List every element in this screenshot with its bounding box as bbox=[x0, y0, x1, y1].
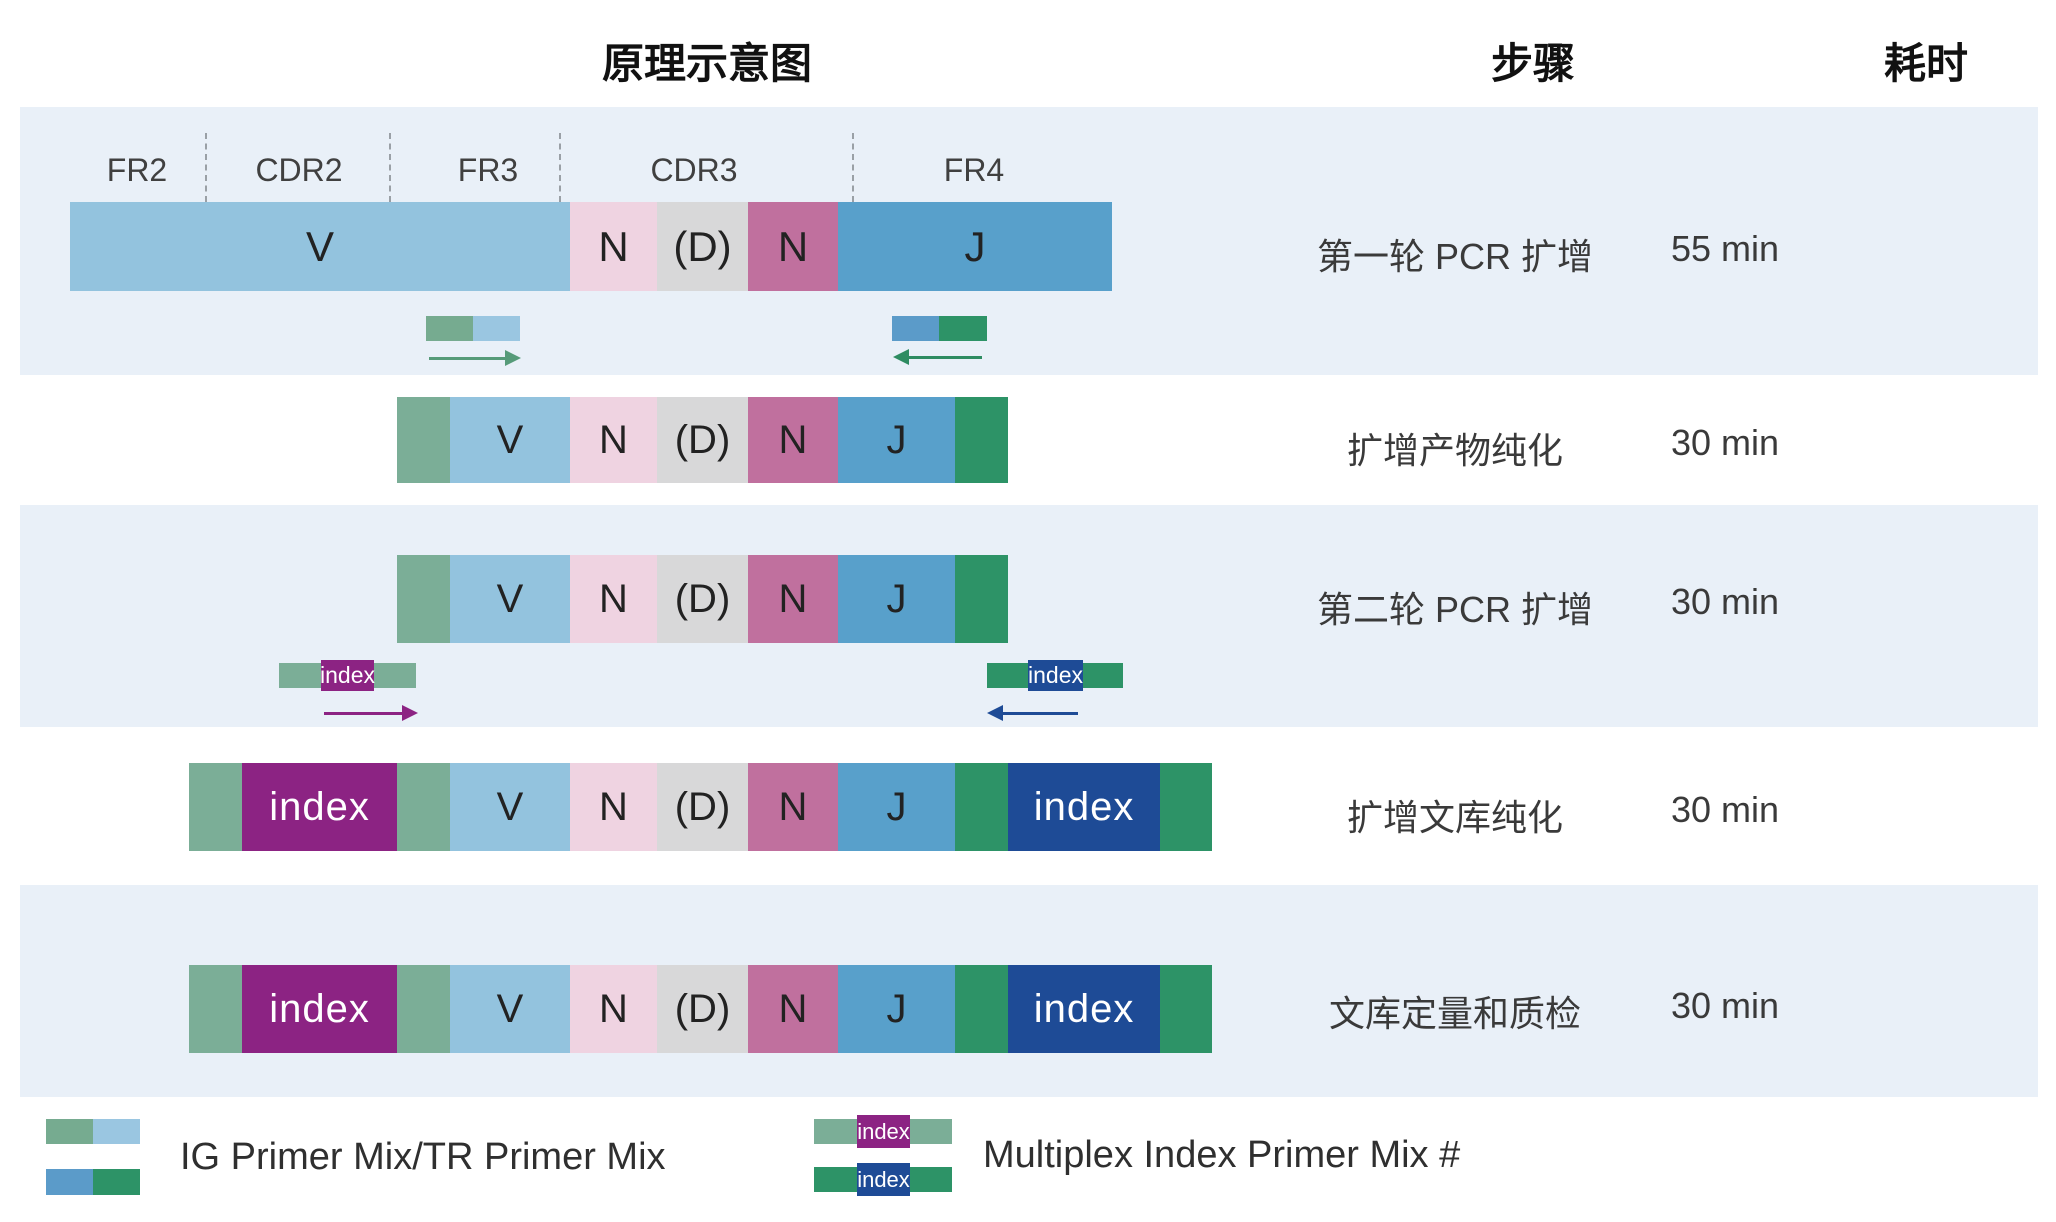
index-primer-right-box: index bbox=[1028, 660, 1083, 691]
segment-index-left: index bbox=[242, 763, 397, 851]
forward-primer bbox=[426, 316, 520, 341]
segment-n2: N bbox=[748, 397, 838, 483]
segment-j: J bbox=[838, 555, 955, 643]
region-label-fr4: FR4 bbox=[943, 152, 1005, 188]
reverse-primer bbox=[892, 316, 987, 341]
region-label-fr3: FR3 bbox=[457, 152, 519, 188]
time-label-row2: 30 min bbox=[1670, 422, 1780, 463]
legend-swatch-lightblue bbox=[93, 1119, 140, 1144]
adapter-cap bbox=[955, 555, 1008, 643]
adapter-cap bbox=[397, 397, 450, 483]
segment-index-right: index bbox=[1008, 763, 1160, 851]
region-divider bbox=[389, 133, 391, 202]
forward-primer-green bbox=[426, 316, 473, 341]
segment-d: (D) bbox=[657, 965, 748, 1053]
legend-primer-swatch-top bbox=[46, 1119, 140, 1144]
segment-n1: N bbox=[570, 965, 657, 1053]
adapter-cap bbox=[955, 965, 1008, 1053]
segment-d: (D) bbox=[657, 202, 748, 291]
region-label-cdr2: CDR2 bbox=[255, 152, 343, 188]
step-label-row2: 扩增产物纯化 bbox=[1346, 430, 1563, 471]
segment-n1: N bbox=[570, 397, 657, 483]
region-divider bbox=[205, 133, 207, 202]
adapter-cap bbox=[955, 397, 1008, 483]
row5-library-bar: index V N (D) N J index bbox=[189, 965, 1212, 1053]
segment-d: (D) bbox=[657, 763, 748, 851]
forward-arrow-icon bbox=[429, 350, 521, 366]
index-reverse-arrow-icon bbox=[987, 705, 1078, 721]
segment-d: (D) bbox=[657, 555, 748, 643]
segment-d: (D) bbox=[657, 397, 748, 483]
legend-swatch-darkgreen bbox=[93, 1169, 140, 1195]
step-label-row5: 文库定量和质检 bbox=[1328, 993, 1581, 1034]
segment-j: J bbox=[838, 397, 955, 483]
legend-label-primer-mix: IG Primer Mix/TR Primer Mix bbox=[180, 1136, 666, 1178]
segment-v: V bbox=[450, 965, 570, 1053]
adapter-cap bbox=[189, 965, 242, 1053]
reverse-primer-green bbox=[939, 316, 987, 341]
segment-v: V bbox=[450, 763, 570, 851]
legend-label-index-mix: Multiplex Index Primer Mix # bbox=[983, 1134, 1461, 1176]
header-step: 步骤 bbox=[1490, 40, 1576, 87]
forward-primer-blue bbox=[473, 316, 520, 341]
legend-index-box-purple: index bbox=[857, 1115, 910, 1148]
segment-index-left: index bbox=[242, 965, 397, 1053]
segment-n2: N bbox=[748, 555, 838, 643]
segment-index-right: index bbox=[1008, 965, 1160, 1053]
adapter-cap bbox=[397, 965, 450, 1053]
segment-n1: N bbox=[570, 202, 657, 291]
segment-v: V bbox=[70, 202, 570, 291]
segment-n1: N bbox=[570, 555, 657, 643]
segment-v: V bbox=[450, 555, 570, 643]
time-label-row3: 30 min bbox=[1670, 581, 1780, 622]
segment-n2: N bbox=[748, 965, 838, 1053]
region-label-fr2: FR2 bbox=[106, 152, 168, 188]
segment-j: J bbox=[838, 763, 955, 851]
step-label-row1: 第一轮 PCR 扩增 bbox=[1316, 236, 1593, 277]
legend-index-box-navy: index bbox=[857, 1163, 910, 1196]
time-label-row5: 30 min bbox=[1670, 985, 1780, 1026]
segment-v: V bbox=[450, 397, 570, 483]
adapter-cap bbox=[189, 763, 242, 851]
region-divider bbox=[852, 133, 854, 202]
row4-library-bar: index V N (D) N J index bbox=[189, 763, 1212, 851]
row3-template-bar: V N (D) N J bbox=[397, 555, 1008, 643]
region-label-cdr3: CDR3 bbox=[650, 152, 738, 188]
legend-primer-swatch-bottom bbox=[46, 1169, 140, 1195]
index-primer-left-box: index bbox=[320, 660, 375, 691]
header-schematic: 原理示意图 bbox=[601, 40, 813, 87]
legend-swatch-green bbox=[46, 1119, 93, 1144]
adapter-cap bbox=[1160, 763, 1212, 851]
reverse-primer-blue bbox=[892, 316, 939, 341]
adapter-cap bbox=[397, 763, 450, 851]
index-forward-arrow-icon bbox=[324, 705, 418, 721]
adapter-cap bbox=[955, 763, 1008, 851]
adapter-cap bbox=[1160, 965, 1212, 1053]
segment-n1: N bbox=[570, 763, 657, 851]
segment-n2: N bbox=[748, 202, 838, 291]
row2-product-bar: V N (D) N J bbox=[397, 397, 1008, 483]
reverse-arrow-icon bbox=[893, 349, 982, 365]
time-label-row1: 55 min bbox=[1670, 228, 1780, 269]
row1-template-bar: V N (D) N J bbox=[70, 202, 1112, 291]
segment-n2: N bbox=[748, 763, 838, 851]
header-time: 耗时 bbox=[1883, 40, 1969, 87]
segment-j: J bbox=[838, 965, 955, 1053]
time-label-row4: 30 min bbox=[1670, 789, 1780, 830]
step-label-row3: 第二轮 PCR 扩增 bbox=[1316, 589, 1593, 630]
region-divider bbox=[559, 133, 561, 202]
adapter-cap bbox=[397, 555, 450, 643]
segment-j: J bbox=[838, 202, 1112, 291]
legend-swatch-blue bbox=[46, 1169, 93, 1195]
step-label-row4: 扩增文库纯化 bbox=[1346, 797, 1563, 838]
